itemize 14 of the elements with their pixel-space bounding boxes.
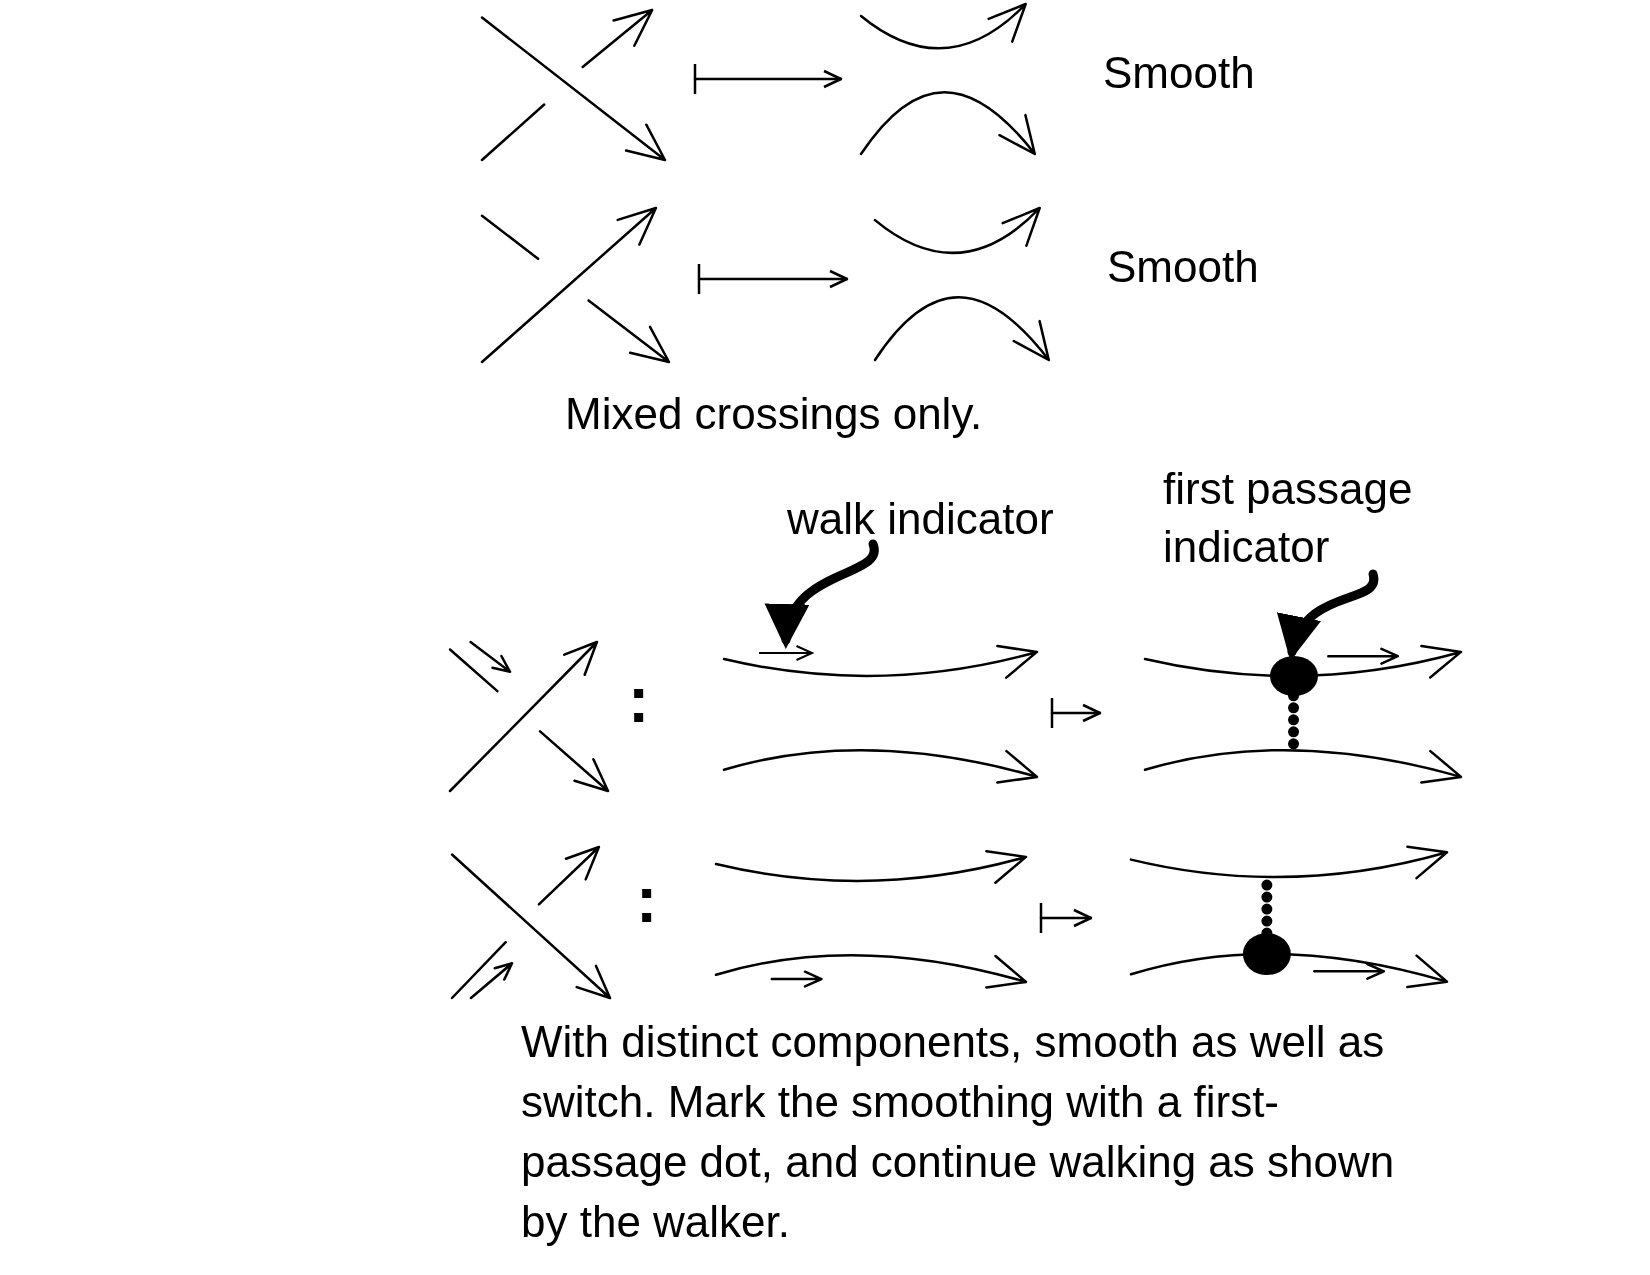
annotation-text: Smooth	[1103, 47, 1255, 99]
maps-to-arrow	[1050, 696, 1102, 730]
maps-to-arrow	[697, 262, 849, 296]
colon-mark: :	[636, 868, 658, 932]
annotation-text: walk indicator	[787, 490, 1097, 548]
walker-arrow	[758, 644, 814, 662]
caption-text: Mixed crossings only.	[565, 388, 983, 440]
passage-dot	[1270, 656, 1318, 696]
caption-text: With distinct components, smooth as well as switch. Mark the smoothing with a first-passage dot, and continue walking as shown by the walker.	[521, 1016, 1396, 1248]
maps-to-arrow	[693, 62, 843, 96]
colon-mark: :	[628, 668, 650, 732]
annotation-text: Smooth	[1107, 241, 1259, 293]
maps-to-arrow	[1039, 901, 1093, 935]
annotation-text: first passage indicator	[1163, 460, 1463, 576]
